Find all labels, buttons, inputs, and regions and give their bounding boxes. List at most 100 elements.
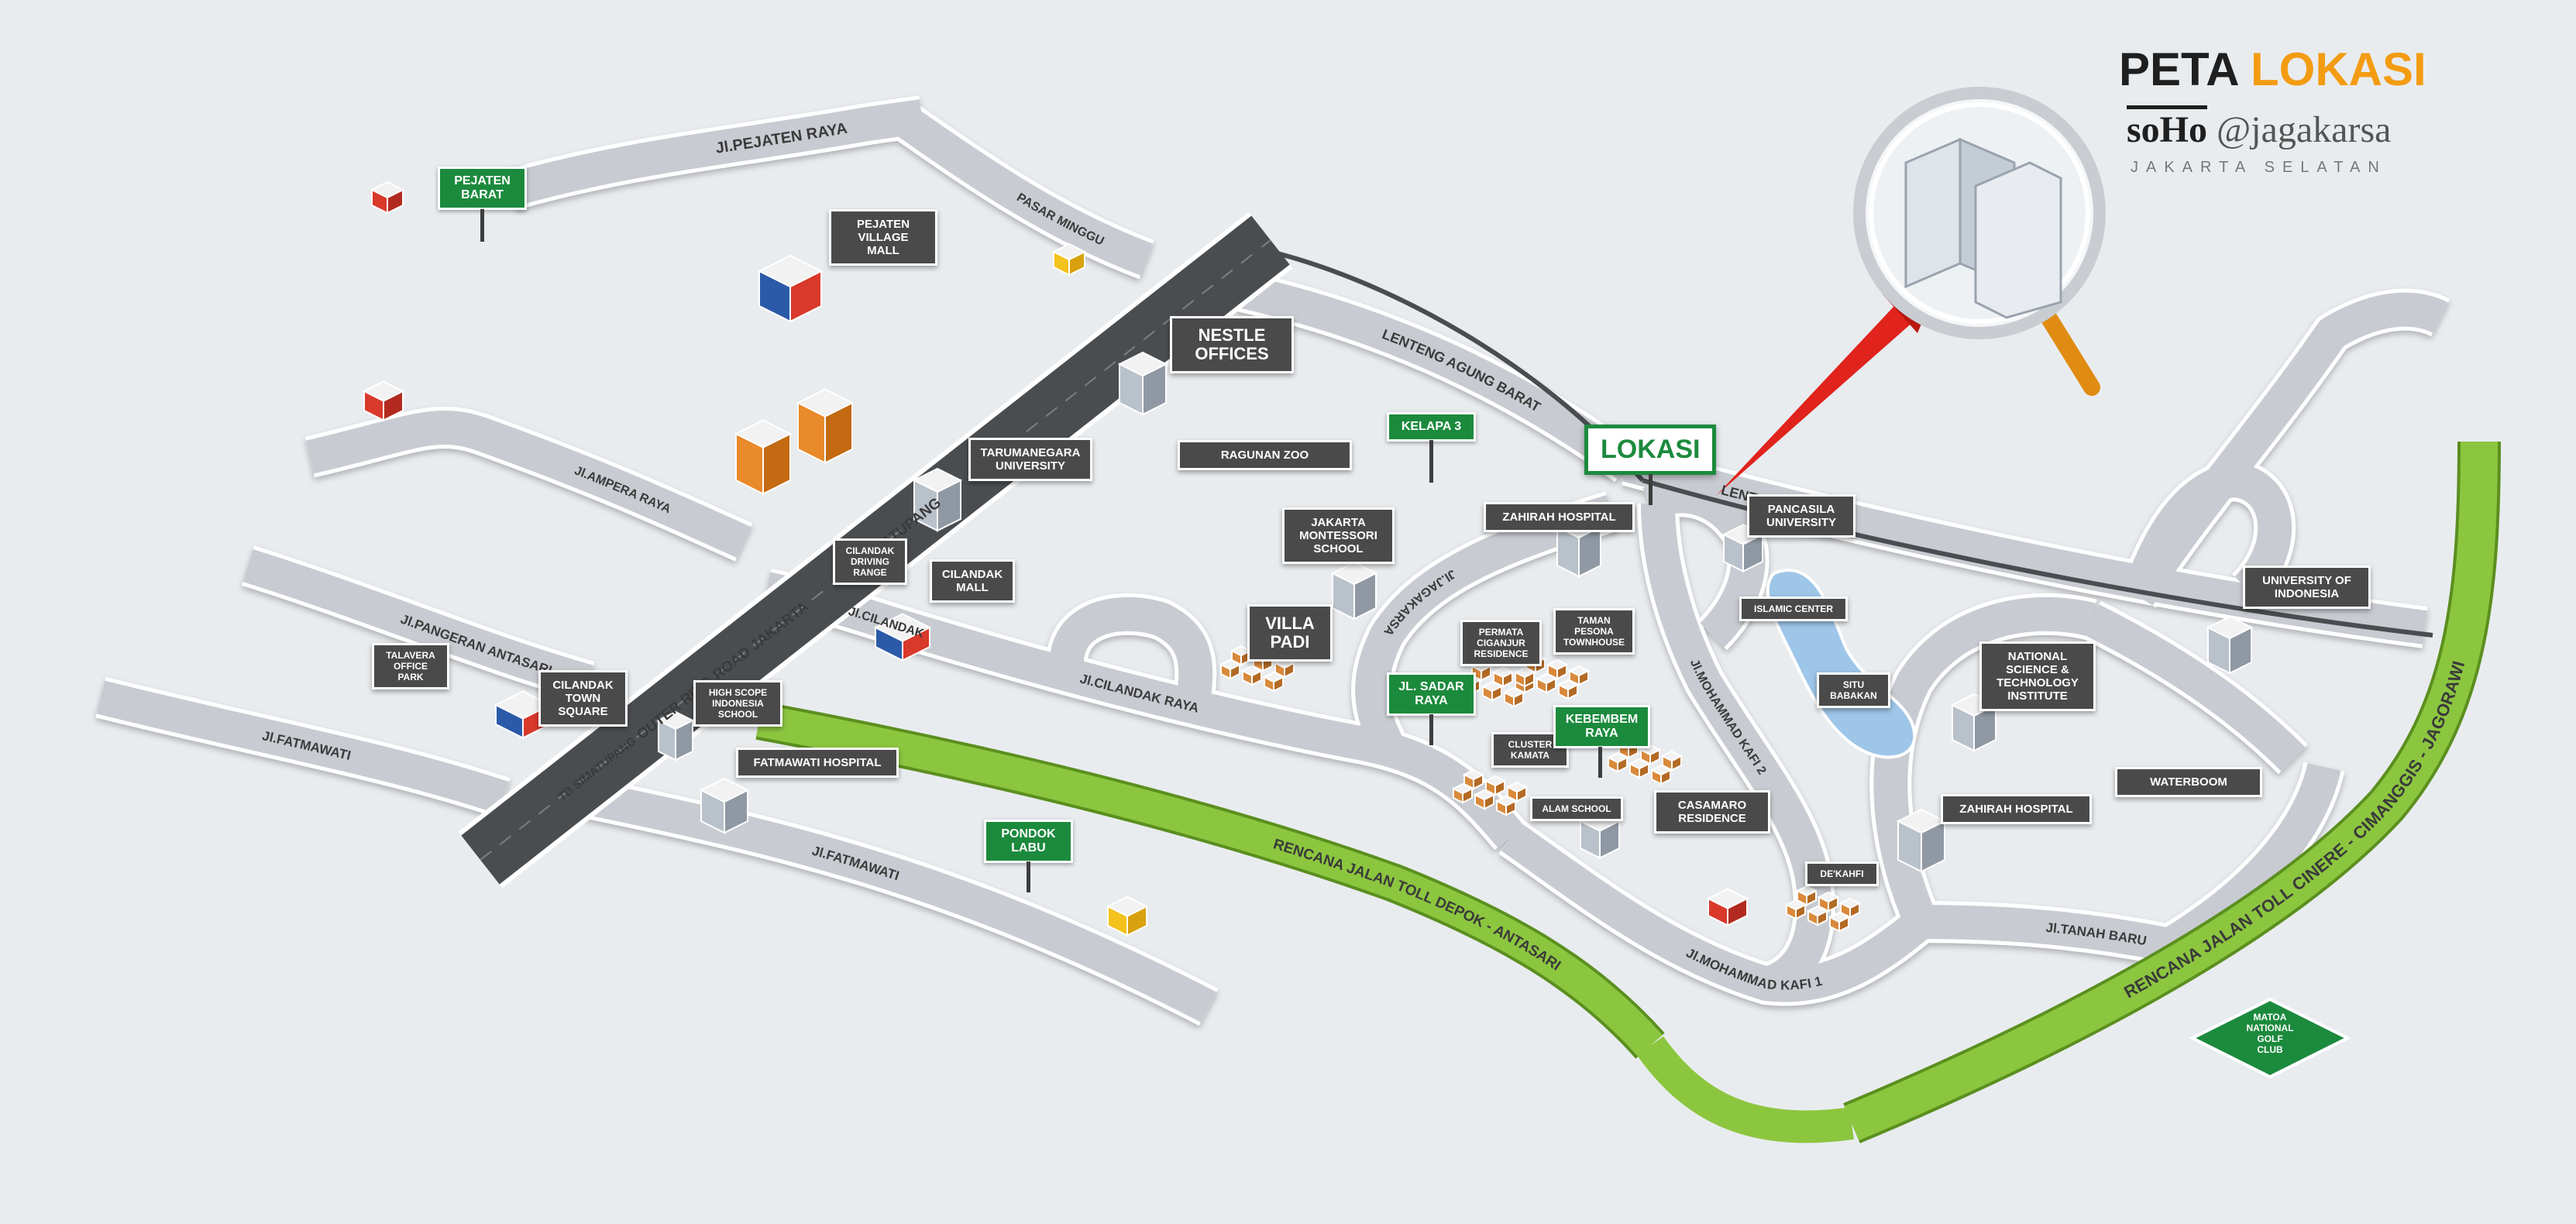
building-face xyxy=(1462,768,1485,781)
lokasi-marker: LOKASI xyxy=(1584,425,1717,475)
road-jl-fatmawati-upper xyxy=(96,680,509,814)
building-face xyxy=(2206,615,2254,640)
building-face xyxy=(1481,680,1504,693)
road-jl-jagakarsa xyxy=(1355,494,1617,751)
title-part2: LOKASI xyxy=(2251,43,2426,95)
building-cilandak-mall xyxy=(873,613,932,662)
label-cilandak-town-square: CILANDAK TOWN SQUARE xyxy=(538,670,628,727)
road-jl-fatmawati-lower xyxy=(585,781,1217,1023)
house-3 xyxy=(1451,782,1474,804)
house-1 xyxy=(1491,666,1515,688)
map-title: PETA LOKASI xyxy=(2119,43,2426,96)
building-face xyxy=(1494,795,1518,807)
building-face xyxy=(362,380,405,402)
building-face xyxy=(1784,899,1807,911)
sign-kelapa-3-post xyxy=(1429,440,1433,483)
label-islamic-center: ISLAMIC CENTER xyxy=(1739,597,1848,621)
sign-pejaten-barat-post xyxy=(480,209,484,242)
building-face xyxy=(912,467,963,493)
building-face xyxy=(1660,750,1684,762)
building-face xyxy=(1556,679,1580,691)
building-face xyxy=(873,613,932,642)
road-lenteng-agung xyxy=(1622,448,2427,645)
building-face xyxy=(1567,665,1591,677)
lokasi-post xyxy=(1649,474,1653,505)
label-ragunan-zoo: RAGUNAN ZOO xyxy=(1178,440,1352,470)
building-ui xyxy=(2206,615,2254,675)
building-petrol-pasar xyxy=(1051,242,1087,277)
building-face xyxy=(1806,905,1829,917)
label-talavera-office-park: TALAVERA OFFICE PARK xyxy=(372,643,449,689)
label-university-of-indonesia: UNIVERSITY OF INDONESIA xyxy=(2243,566,2371,609)
label-taman-pesona: TAMAN PESONA TOWNHOUSE xyxy=(1553,608,1635,655)
toll-depok-antasari-fill xyxy=(756,704,1663,1057)
brand-logo: soHo xyxy=(2127,105,2208,150)
building-face xyxy=(1491,666,1515,679)
road-jl-tanah-baru xyxy=(1921,905,2173,962)
building-icons xyxy=(362,181,2254,937)
label-national-science: NATIONAL SCIENCE & TECHNOLOGY INSTITUTE xyxy=(1979,641,2096,711)
building-face xyxy=(1546,658,1569,671)
label-matoa-golf: MATOA NATIONAL GOLF CLUB xyxy=(2246,1012,2294,1055)
label-zahirah-hospital-1: ZAHIRAH HOSPITAL xyxy=(1484,502,1635,532)
label-cilandak-driving-range: CILANDAK DRIVING RANGE xyxy=(833,538,907,585)
building-face xyxy=(1513,666,1536,679)
building-face xyxy=(1628,758,1651,770)
road-interchange-south xyxy=(2122,463,2292,603)
building-zahirah-2 xyxy=(1896,808,1947,873)
building-face xyxy=(734,419,793,449)
label-tarumanegara-university: TARUMANEGARA UNIVERSITY xyxy=(968,438,1092,481)
house-5 xyxy=(1828,911,1851,933)
building-face xyxy=(757,254,824,288)
sign-kebembem-raya: KEBEMBEM RAYA xyxy=(1553,705,1650,748)
road-cilandak-loop xyxy=(1049,597,1213,713)
building-face xyxy=(1795,885,1818,897)
label-casamaro-residence: CASAMARO RESIDENCE xyxy=(1654,790,1770,834)
building-face xyxy=(370,181,405,199)
building-pejaten-mall xyxy=(757,254,824,323)
road-lenteng-agung-barat xyxy=(1236,273,1637,479)
house-2 xyxy=(1567,665,1591,686)
label-situ-babakan: SITU BABAKAN xyxy=(1817,672,1890,708)
label-high-scope-school: HIGH SCOPE INDONESIA SCHOOL xyxy=(693,680,782,727)
house-5 xyxy=(1784,899,1807,920)
sign-pondok-labu-post xyxy=(1027,861,1030,892)
building-face xyxy=(1262,671,1285,683)
label-villa-padi: VILLA PADI xyxy=(1247,604,1333,662)
road-jl-mohammad-kafi-1 xyxy=(1501,822,1933,1002)
building-face xyxy=(1828,911,1851,923)
building-face xyxy=(1817,891,1840,903)
sign-kebembem-raya-post xyxy=(1598,747,1602,778)
building-face xyxy=(1219,658,1242,671)
house-0 xyxy=(1262,671,1285,693)
sign-pejaten-barat: PEJATEN BARAT xyxy=(438,167,527,210)
road-network xyxy=(95,95,2450,1026)
house-4 xyxy=(1606,751,1629,773)
road-pasar-minggu xyxy=(889,101,1153,276)
house-1 xyxy=(1481,680,1504,702)
house-4 xyxy=(1649,764,1673,786)
railway-line-east xyxy=(1642,478,2433,638)
label-waterboom: WATERBOOM xyxy=(2115,767,2262,797)
label-fatmawati-hospital: FATMAWATI HOSPITAL xyxy=(736,748,899,778)
brand-subtitle: JAKARTA SELATAN xyxy=(2131,159,2387,176)
sign-jl-sadar-raya-post xyxy=(1429,714,1433,745)
sign-jl-sadar-raya: JL. SADAR RAYA xyxy=(1387,672,1476,716)
sign-kelapa-3: KELAPA 3 xyxy=(1387,412,1476,442)
building-face xyxy=(1240,665,1264,677)
brand-row: soHo @jagakarsa xyxy=(2127,105,2391,151)
toll-cinere-jagorawi-fill xyxy=(1844,441,2498,1141)
location-pointer xyxy=(1716,306,1914,496)
house-3 xyxy=(1473,789,1496,810)
house-5 xyxy=(1838,897,1862,919)
planned-toll-roads xyxy=(755,441,2501,1143)
building-face xyxy=(1649,764,1673,776)
road-jl-mohammad-kafi-2 xyxy=(1641,503,1831,1001)
building-montessori xyxy=(1330,561,1378,621)
building-face xyxy=(1451,782,1474,795)
house-4 xyxy=(1628,758,1651,779)
building-face xyxy=(1505,781,1529,793)
house-0 xyxy=(1240,665,1264,686)
label-pejaten-village-mall: PEJATEN VILLAGE MALL xyxy=(829,209,937,266)
building-face xyxy=(1706,888,1749,909)
